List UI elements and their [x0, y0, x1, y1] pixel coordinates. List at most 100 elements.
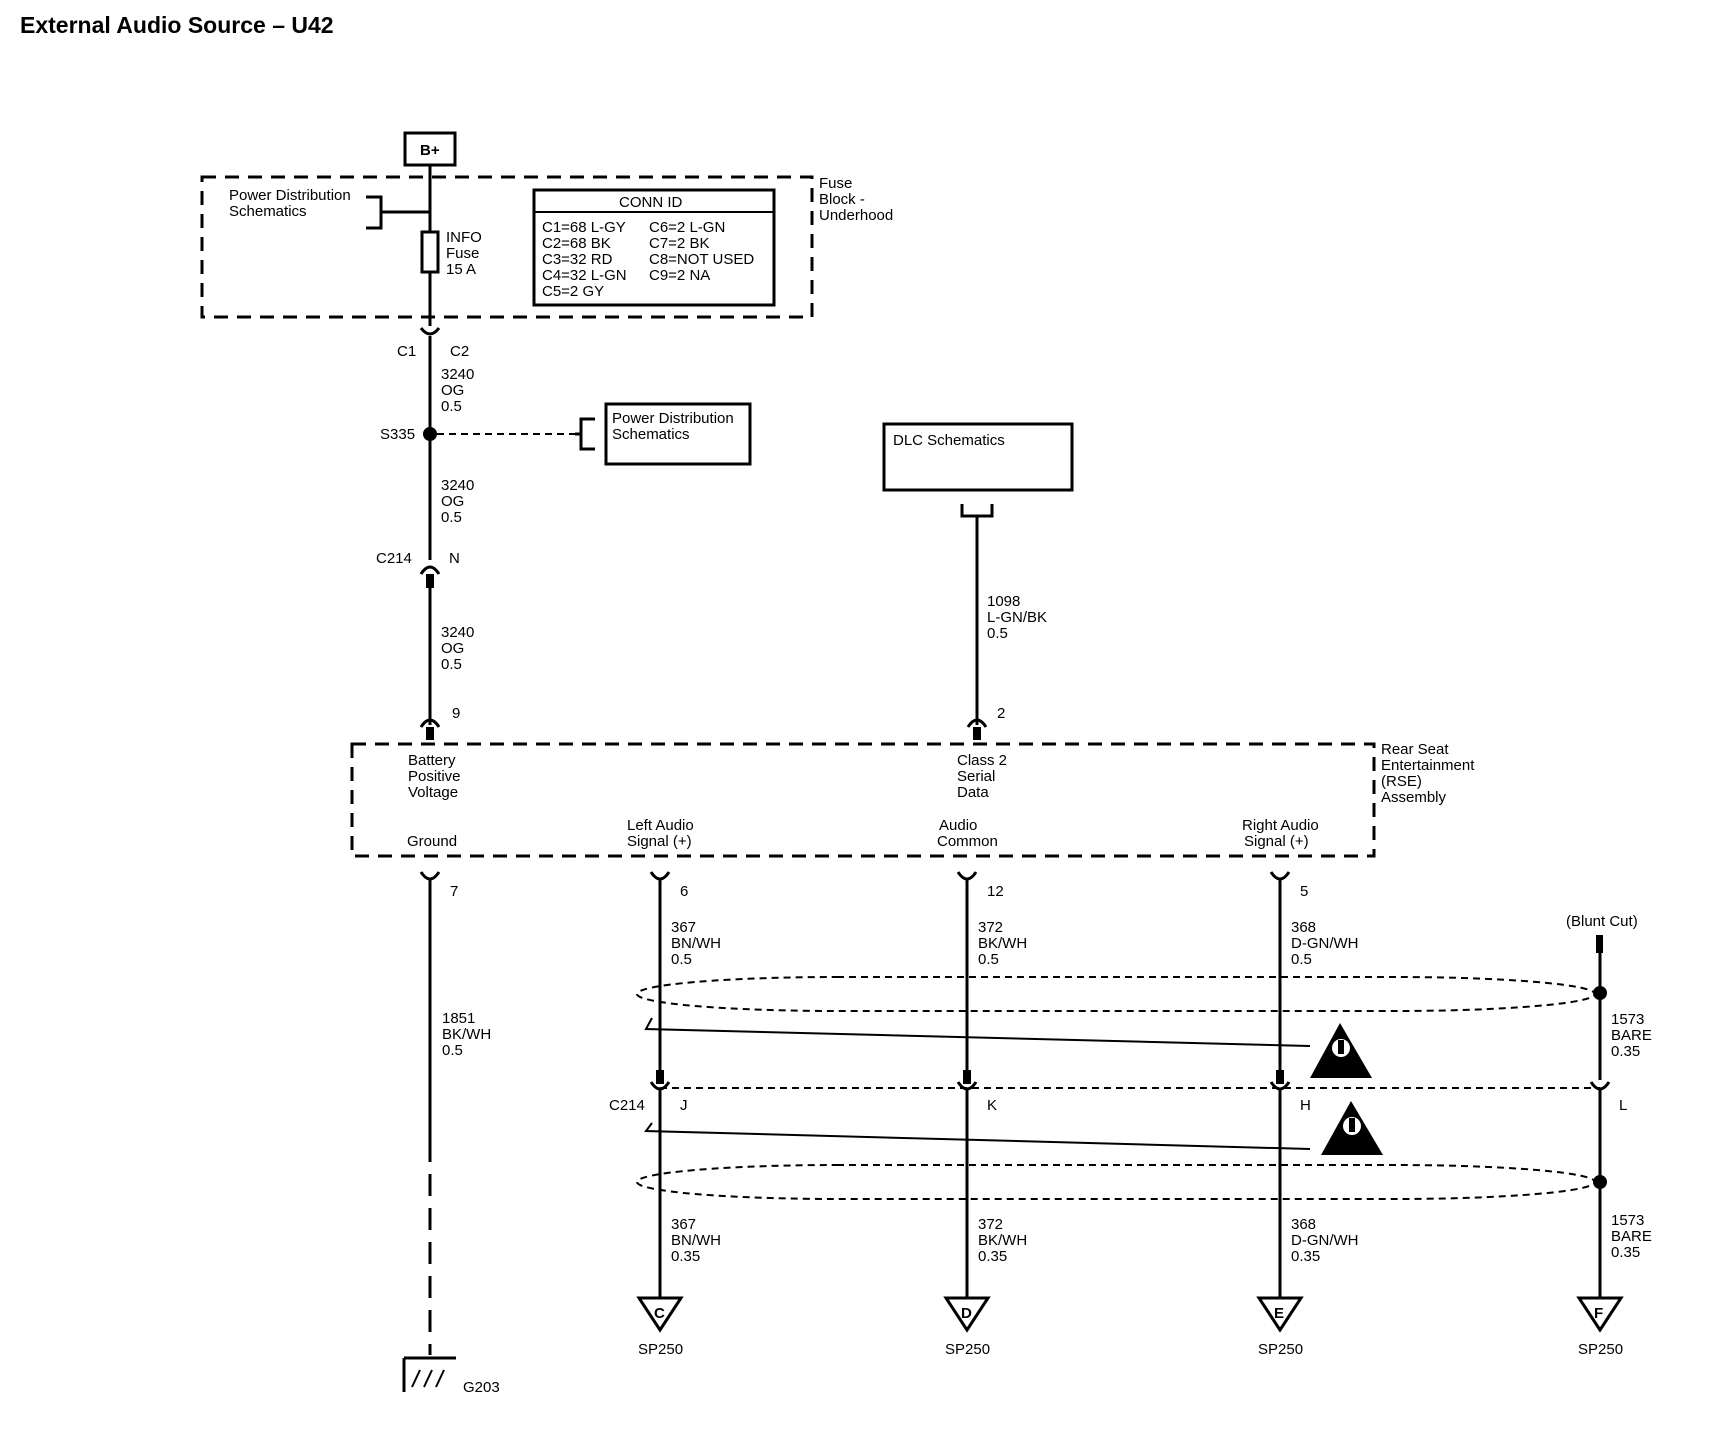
- left-audio-pin-connector: [649, 871, 671, 881]
- dlc-wire-gauge: 0.5: [987, 625, 1008, 642]
- conn-id-title: CONN ID: [619, 194, 683, 211]
- g203-label: G203: [463, 1379, 500, 1396]
- audio-common-splice-label: SP250: [945, 1341, 990, 1358]
- drain-splice-letter: F: [1594, 1305, 1603, 1322]
- left-audio-splice-letter: C: [654, 1305, 665, 1322]
- class2-label-3: Data: [957, 784, 989, 801]
- right-audio-top-circuit: 368: [1291, 919, 1316, 936]
- wire-b-gauge: 0.5: [441, 509, 462, 526]
- wire-1851-gauge: 0.5: [442, 1042, 463, 1059]
- rse-name-1: Rear Seat: [1381, 741, 1449, 758]
- conn-id-r4c2: C9=2 NA: [649, 267, 710, 284]
- drain-bottom-circuit: 1573: [1611, 1212, 1644, 1229]
- page-title: External Audio Source – U42: [20, 12, 334, 38]
- pd-schematics-ref-2-line2: Schematics: [612, 426, 690, 443]
- c214-n-connector: [419, 565, 441, 575]
- wire-b-color: OG: [441, 493, 464, 510]
- audio-common-label-2: Common: [937, 833, 998, 850]
- audio-common-c214-pin-label: K: [987, 1097, 997, 1114]
- right-audio-splice-label: SP250: [1258, 1341, 1303, 1358]
- left-audio-label-1: Left Audio: [627, 817, 694, 834]
- drain-splice-label: SP250: [1578, 1341, 1623, 1358]
- pin-2-connector: [966, 718, 988, 728]
- drain-top-circuit: 1573: [1611, 1011, 1644, 1028]
- class2-label-1: Class 2: [957, 752, 1007, 769]
- c1-label: C1: [397, 343, 416, 360]
- left-audio-splice-label: SP250: [638, 1341, 683, 1358]
- fuse-block-outline: [200, 175, 814, 319]
- left-audio-bottom-gauge: 0.35: [671, 1248, 700, 1265]
- audio-common-pin-connector: [956, 871, 978, 881]
- blunt-cut-label: (Blunt Cut): [1566, 913, 1638, 930]
- right-audio-bottom-color: D-GN/WH: [1291, 1232, 1359, 1249]
- pd-schematics-ref-2-line1: Power Distribution: [612, 410, 734, 427]
- right-audio-splice-letter: E: [1274, 1305, 1284, 1322]
- dlc-wire-circuit: 1098: [987, 593, 1020, 610]
- drain-top-color: BARE: [1611, 1027, 1652, 1044]
- pin-7-connector: [419, 871, 441, 881]
- right-audio-bottom-gauge: 0.35: [1291, 1248, 1320, 1265]
- left-audio-top-gauge: 0.5: [671, 951, 692, 968]
- drain-splice-lower: [1593, 1175, 1607, 1189]
- right-audio-c214-connector: [1269, 1081, 1291, 1091]
- pd-ref-1-bracket: [366, 195, 383, 230]
- c214-top-label: C214: [376, 550, 412, 567]
- fuse-block-label-2: Block -: [819, 191, 865, 208]
- fuse-label-1: INFO: [446, 229, 482, 246]
- g203-ground-symbol: [402, 1356, 456, 1392]
- ground-label: Ground: [407, 833, 457, 850]
- rse-assembly-outline: [350, 742, 1376, 858]
- fuse-block-label-1: Fuse: [819, 175, 852, 192]
- dlc-schematics-label: DLC Schematics: [893, 432, 1005, 449]
- conn-id-r5c1: C5=2 GY: [542, 283, 604, 300]
- twist-line-lower: [644, 1122, 1311, 1150]
- audio-common-pin-label: 12: [987, 883, 1004, 900]
- s335-label: S335: [380, 426, 415, 443]
- right-audio-c214-pin-end: [1276, 1070, 1284, 1084]
- shield-upper: [636, 976, 1596, 1012]
- pd-ref-2-bracket: [579, 417, 595, 451]
- twist-line-upper: [644, 1017, 1311, 1047]
- right-audio-pin-connector: [1269, 871, 1291, 881]
- conn-id-r1c2: C6=2 L-GN: [649, 219, 725, 236]
- wire-b-circuit: 3240: [441, 477, 474, 494]
- c214-mid-label: C214: [609, 1097, 645, 1114]
- audio-common-top-circuit: 372: [978, 919, 1003, 936]
- left-audio-top-circuit: 367: [671, 919, 696, 936]
- wire-1851-circuit: 1851: [442, 1010, 475, 1027]
- drain-c214-connector: [1589, 1081, 1611, 1091]
- drain-top-gauge: 0.35: [1611, 1043, 1640, 1060]
- left-audio-bottom-circuit: 367: [671, 1216, 696, 1233]
- rse-name-2: Entertainment: [1381, 757, 1475, 774]
- audio-common-label-1: Audio: [939, 817, 977, 834]
- wire-a-circuit: 3240: [441, 366, 474, 383]
- pd-schematics-ref-2-box: [604, 402, 752, 466]
- batt-label-3: Voltage: [408, 784, 458, 801]
- audio-common-bottom-color: BK/WH: [978, 1232, 1027, 1249]
- shield-lower: [636, 1164, 1596, 1200]
- wire-a-gauge: 0.5: [441, 398, 462, 415]
- left-audio-c214-pin-label: J: [680, 1097, 688, 1114]
- fuse-label-2: Fuse: [446, 245, 479, 262]
- left-audio-c214-pin-end: [656, 1070, 664, 1084]
- sp250-f-splice-triangle: [1576, 1296, 1624, 1333]
- right-audio-pin-label: 5: [1300, 883, 1308, 900]
- drain-c214-pin: L: [1619, 1097, 1627, 1114]
- left-audio-top-color: BN/WH: [671, 935, 721, 952]
- drain-bottom-gauge: 0.35: [1611, 1244, 1640, 1261]
- wire-c-color: OG: [441, 640, 464, 657]
- dlc-connector-bracket: [960, 504, 994, 518]
- left-audio-splice-triangle: [636, 1296, 684, 1333]
- audio-common-bottom-gauge: 0.35: [978, 1248, 1007, 1265]
- signal-wires: 6367BN/WH0.5J367BN/WH0.35CSP25012372BK/W…: [636, 871, 1359, 1358]
- c1-c2-connector: [419, 327, 441, 336]
- rse-name-4: Assembly: [1381, 789, 1447, 806]
- conn-id-r4c1: C4=32 L-GN: [542, 267, 627, 284]
- pin-9-connector: [419, 718, 441, 728]
- pin-9-label: 9: [452, 705, 460, 722]
- class2-label-2: Serial: [957, 768, 995, 785]
- right-audio-top-gauge: 0.5: [1291, 951, 1312, 968]
- pd-schematics-ref-1-line2: Schematics: [229, 203, 307, 220]
- pd-schematics-ref-1-line1: Power Distribution: [229, 187, 351, 204]
